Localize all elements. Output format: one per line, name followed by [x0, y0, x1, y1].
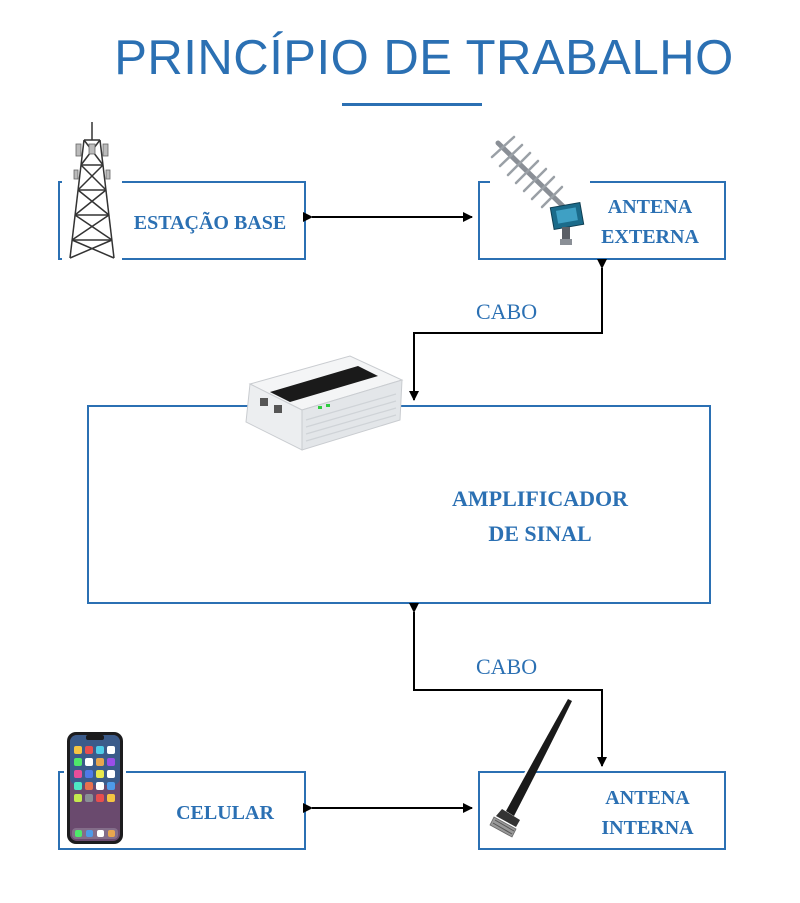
internal-antenna-label: ANTENA INTERNA: [575, 783, 720, 843]
internal-antenna-box: [478, 771, 726, 850]
edge-amplifier-internal-antenna: [409, 603, 607, 767]
edge-external-antenna-amplifier: [409, 259, 607, 401]
title-underline: [342, 103, 482, 106]
base-station-label: ESTAÇÃO BASE: [133, 212, 287, 234]
rubber-duck-antenna-icon: [489, 697, 572, 838]
page-title: PRINCÍPIO DE TRABALHO: [114, 31, 734, 85]
amplifier-label-line2: DE SINAL: [488, 521, 592, 546]
smartphone-icon: [64, 730, 126, 846]
external-antenna-label: ANTENA EXTERNA: [580, 192, 720, 252]
internal-antenna-label-line2: INTERNA: [601, 817, 694, 839]
signal-booster-device-icon: [245, 355, 404, 451]
amplifier-label-line1: AMPLIFICADOR: [452, 486, 628, 511]
external-antenna-label-line1: ANTENA: [607, 196, 693, 218]
cable-label-top: CABO: [476, 299, 538, 324]
cell-tower-icon: [62, 120, 122, 260]
cellphone-label: CELULAR: [176, 802, 274, 824]
amplifier-label: AMPLIFICADOR DE SINAL: [420, 481, 660, 551]
yagi-antenna-icon: [490, 135, 590, 250]
external-antenna-label-line2: EXTERNA: [601, 226, 699, 248]
internal-antenna-label-line1: ANTENA: [605, 787, 690, 809]
cable-label-bottom: CABO: [476, 654, 538, 679]
